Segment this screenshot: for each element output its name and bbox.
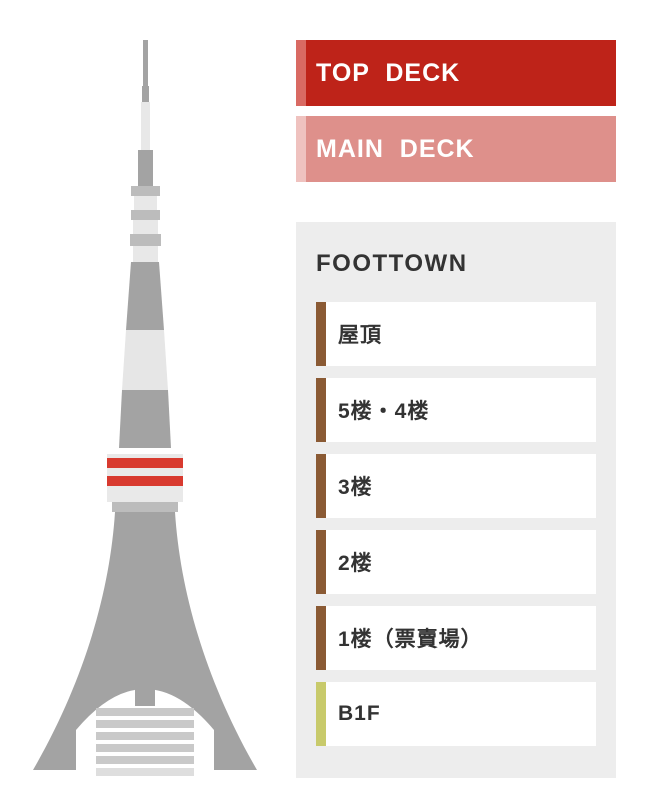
floor-1f-ticket-button[interactable]: 1楼（票賣場） (316, 606, 596, 670)
top-deck-accent (296, 40, 306, 106)
main-deck-label: MAIN DECK (316, 134, 475, 163)
main-deck-accent (296, 116, 306, 182)
main-deck-button[interactable]: MAIN DECK (296, 116, 616, 182)
floor-label: 2楼 (338, 552, 373, 575)
floor-label: B1F (338, 702, 381, 725)
top-deck-button[interactable]: TOP DECK (296, 40, 616, 106)
floor-b1f-button[interactable]: B1F (316, 682, 596, 746)
floor-5f-4f-button[interactable]: 5楼・4楼 (316, 378, 596, 442)
floor-label: 1楼（票賣場） (338, 628, 483, 651)
foottown-title: FOOTTOWN (316, 250, 468, 277)
foottown-panel: FOOTTOWN 屋頂 5楼・4楼 3楼 2楼 1楼（票賣場） B1F (296, 222, 616, 778)
floor-label: 屋頂 (338, 324, 382, 347)
floor-label: 3楼 (338, 476, 373, 499)
floor-rooftop-button[interactable]: 屋頂 (316, 302, 596, 366)
floor-2f-button[interactable]: 2楼 (316, 530, 596, 594)
top-deck-label: TOP DECK (316, 58, 461, 87)
floor-label: 5楼・4楼 (338, 400, 430, 423)
floor-3f-button[interactable]: 3楼 (316, 454, 596, 518)
tokyo-tower-illustration (33, 40, 257, 776)
